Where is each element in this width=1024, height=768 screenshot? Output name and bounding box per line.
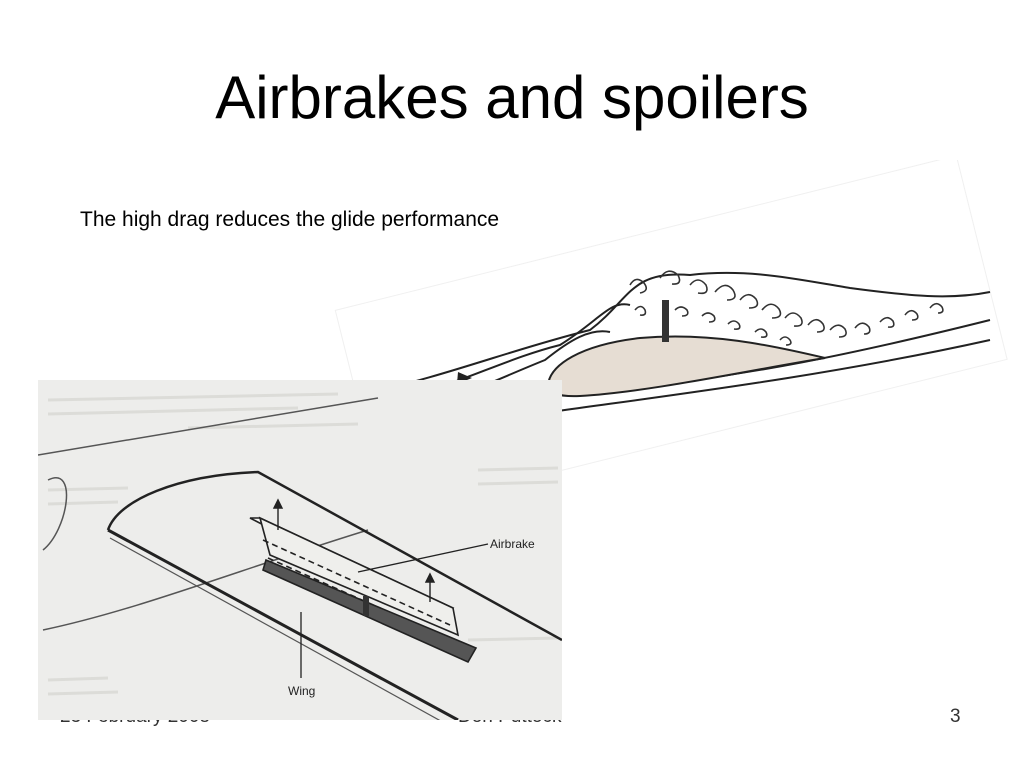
airbrake-assembly xyxy=(249,516,478,664)
slide-title: Airbrakes and spoilers xyxy=(215,64,809,131)
airbrake-leader-line xyxy=(357,543,489,573)
fuselage-line-top xyxy=(38,397,379,456)
scan-texture xyxy=(47,392,559,696)
wing-airbrake-diagram: Airbrake Wing xyxy=(38,380,562,720)
slide-subtitle: The high drag reduces the glide performa… xyxy=(80,208,500,231)
airfoil-section xyxy=(546,335,826,398)
spoiler-plate xyxy=(662,300,669,342)
turbulent-wake xyxy=(629,270,944,346)
wing-leading-edge xyxy=(107,528,459,720)
wing-leading-edge-shadow xyxy=(109,537,441,720)
airbrake-up-arrows xyxy=(272,498,436,602)
airbrake-label: Airbrake xyxy=(490,537,535,551)
streamline-upper-1 xyxy=(359,271,991,396)
page-number: 3 xyxy=(950,706,961,727)
fuselage-outline xyxy=(42,477,68,551)
wing-outline xyxy=(106,470,562,642)
wing-label: Wing xyxy=(288,684,315,698)
